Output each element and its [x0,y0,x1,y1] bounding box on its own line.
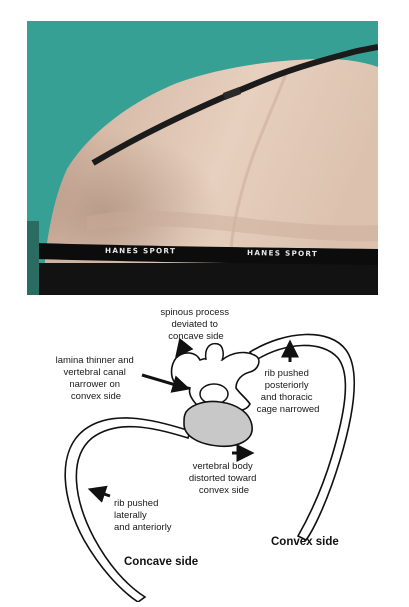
photo-lower-left-shadow [27,221,39,295]
label-vertebral-body-l1: vertebral body [193,461,253,472]
label-lamina: lamina thinner and vertebral canal narro… [56,355,137,402]
label-rib-posterior-l4: cage narrowed [257,404,320,415]
spinous-process [204,342,224,361]
label-rib-posterior-l2: posteriorly [265,380,309,391]
underwear [27,263,378,295]
label-vertebral-body-l3: convex side [199,485,249,496]
torso-shading [45,59,378,295]
vertebral-body [183,400,253,448]
bra-hook [223,87,241,100]
label-rib-posterior-l3: and thoracic [261,392,313,403]
label-lamina-l4: convex side [71,391,121,402]
right-rib [248,333,356,542]
arrow-spinous-process [175,337,194,358]
spine-line [229,70,289,252]
label-rib-lateral-l2: laterally [114,510,147,521]
label-spinous-process-l3: concave side [168,331,223,342]
waistband [35,243,378,265]
label-concave-side: Concave side [124,556,198,568]
arrow-rib-lateral [87,485,111,503]
patient-back-photo: HANES SPORT HANES SPORT [27,21,379,295]
scoliosis-cross-section-diagram: spinous process deviated to concave side… [0,300,409,603]
patient-back-photo-svg: HANES SPORT HANES SPORT [27,21,379,295]
label-spinous-process-l1: spinous process [160,307,229,318]
waistband-brand-right: HANES SPORT [247,248,318,258]
arrow-lamina [141,373,191,393]
label-rib-posterior: rib pushed posteriorly and thoracic cage… [257,368,320,415]
label-spinous-process: spinous process deviated to concave side [160,307,231,342]
bra-strap [91,44,379,166]
label-lamina-l1: lamina thinner and [56,355,134,366]
label-lamina-l2: vertebral canal [64,367,126,378]
label-lamina-l3: narrower on [69,379,120,390]
label-vertebral-body-l2: distorted toward [189,473,257,484]
label-rib-lateral-l3: and anteriorly [114,522,172,533]
cross-section-svg: spinous process deviated to concave side… [56,307,356,603]
label-rib-lateral-l1: rib pushed [114,498,158,509]
label-spinous-process-l2: deviated to [171,319,217,330]
waistband-brand-left: HANES SPORT [105,246,176,255]
label-vertebral-body: vertebral body distorted toward convex s… [189,461,259,496]
label-rib-lateral: rib pushed laterally and anteriorly [114,498,172,533]
label-rib-posterior-l1: rib pushed [264,368,308,379]
label-convex-side: Convex side [271,536,339,548]
